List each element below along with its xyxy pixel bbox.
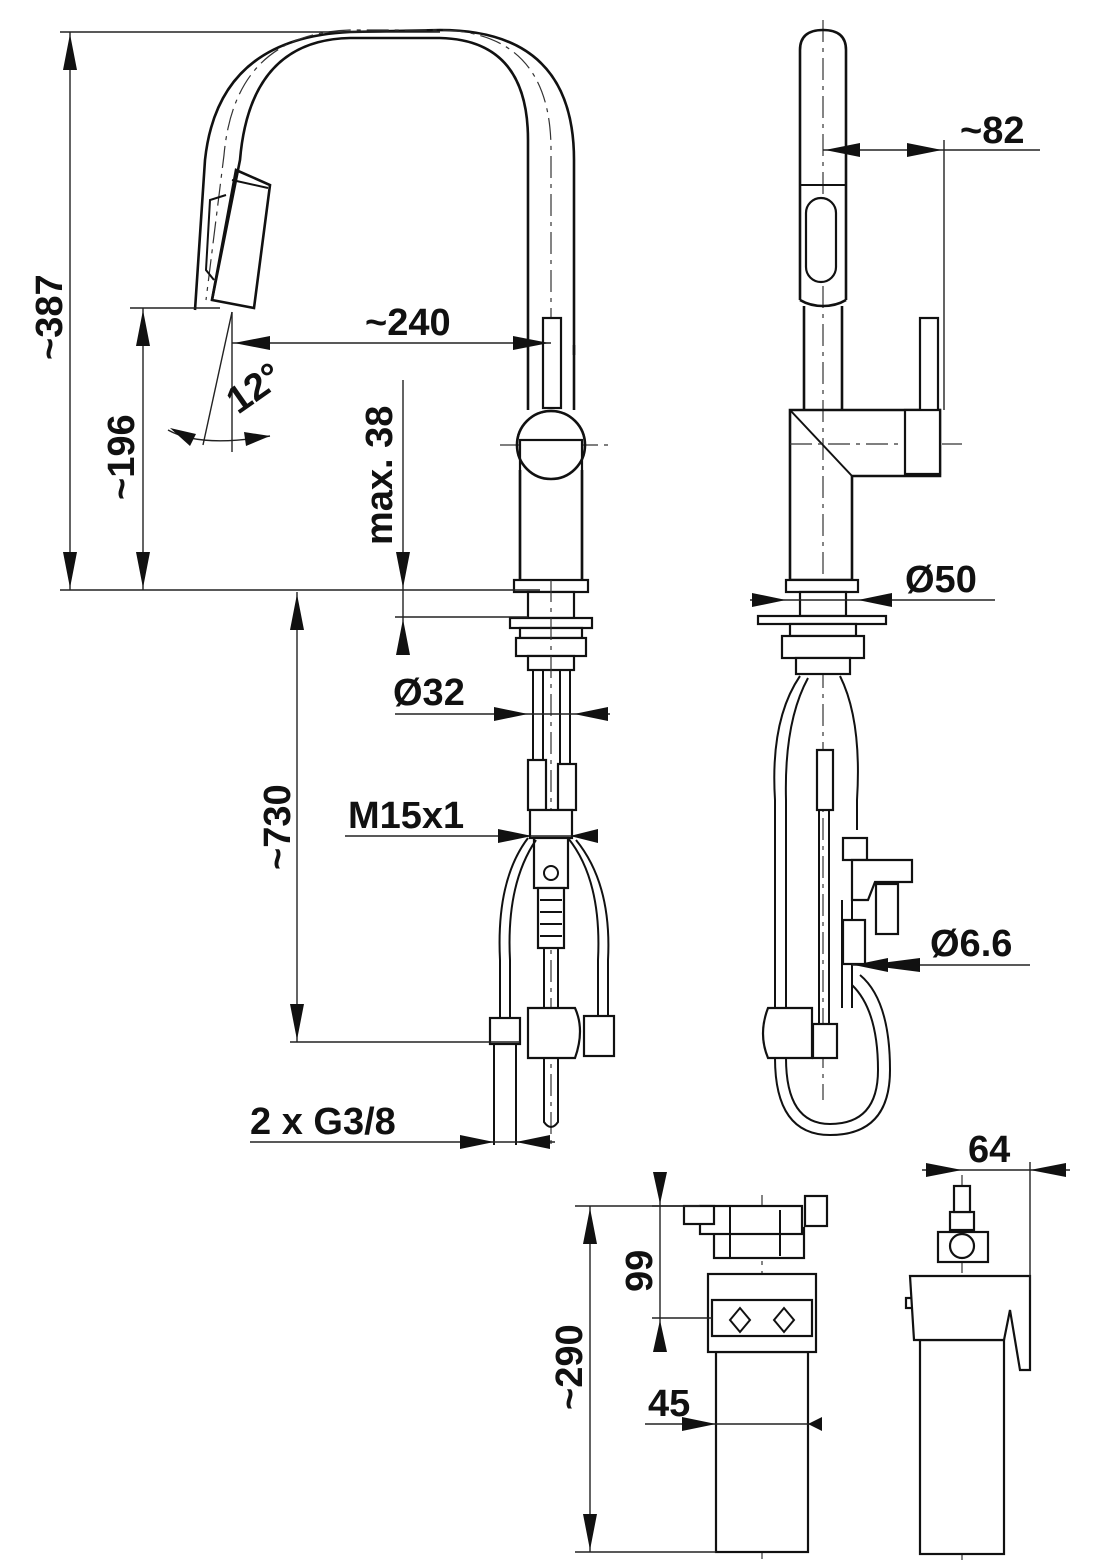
label-240: ~240 — [365, 302, 451, 344]
label-2x-g3-8: 2 x G3/8 — [250, 1101, 396, 1143]
label-290: ~290 — [549, 1324, 591, 1410]
label-dia-50: Ø50 — [905, 559, 977, 601]
label-99: 99 — [619, 1250, 661, 1292]
side-view-faucet — [756, 20, 962, 1137]
label-64: 64 — [968, 1129, 1010, 1171]
dimension-lines — [60, 31, 1070, 1553]
filter-side-view — [904, 1175, 1032, 1560]
label-max-38: max. 38 — [359, 406, 401, 545]
label-dia-6-6: Ø6.6 — [930, 923, 1012, 965]
label-196: ~196 — [101, 414, 143, 500]
label-730: ~730 — [257, 784, 299, 870]
label-dia-32: Ø32 — [393, 672, 465, 714]
label-82: ~82 — [960, 110, 1024, 152]
label-m15x1: M15x1 — [348, 795, 464, 837]
filter-front-view — [682, 1194, 829, 1560]
front-view-faucet — [193, 28, 616, 1150]
label-387: ~387 — [29, 274, 71, 360]
label-angle-12: 12° — [219, 355, 290, 422]
label-45: 45 — [648, 1383, 690, 1425]
